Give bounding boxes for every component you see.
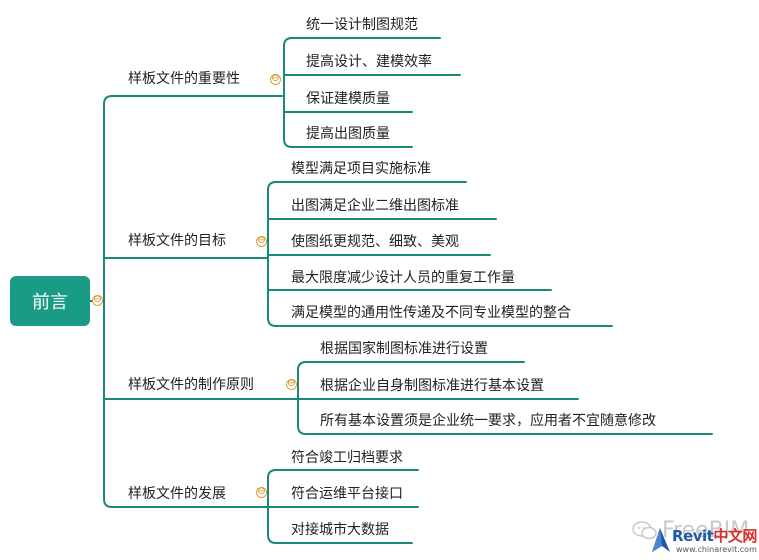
leaf-bracket-top (297, 361, 307, 371)
watermark-text: FreeBIM (662, 518, 750, 543)
collapse-icon-importance[interactable]: ⊖ (270, 73, 281, 85)
leaf-bracket-top (267, 469, 277, 479)
leaf-node[interactable]: 所有基本设置须是企业统一要求，应用者不宜随意修改 (320, 413, 656, 429)
revit-logo-icon (652, 528, 670, 552)
branch-label-goals[interactable]: 样板文件的目标 (128, 233, 226, 249)
leaf-node[interactable]: 符合运维平台接口 (291, 486, 403, 502)
collapse-icon-goals[interactable]: ⊖ (256, 235, 267, 247)
wechat-icon (632, 521, 657, 540)
branch-label-principles[interactable]: 样板文件的制作原则 (128, 377, 254, 393)
branch-label-development[interactable]: 样板文件的发展 (128, 486, 226, 502)
root-label: 前言 (32, 292, 68, 313)
leaf-node[interactable]: 符合竣工归档要求 (291, 450, 403, 466)
leaf-node[interactable]: 对接城市大数据 (291, 522, 389, 538)
leaf-node[interactable]: 满足模型的通用性传递及不同专业模型的整合 (291, 305, 571, 321)
leaf-bracket-bottom (267, 317, 277, 327)
logo-title: Revit中文网 (672, 527, 757, 545)
leaf-node[interactable]: 提高出图质量 (306, 126, 390, 142)
leaf-node[interactable]: 最大限度减少设计人员的重复工作量 (291, 270, 515, 286)
leaf-node[interactable]: 根据国家制图标准进行设置 (320, 341, 488, 357)
connector-trunk-top (103, 95, 113, 302)
collapse-icon-principles[interactable]: ⊖ (286, 378, 297, 390)
leaf-bracket-bottom (267, 534, 277, 544)
collapse-icon-development[interactable]: ⊖ (256, 486, 267, 498)
leaf-bracket-top (283, 37, 293, 47)
branch-label-importance[interactable]: 样板文件的重要性 (128, 71, 240, 87)
leaf-node[interactable]: 出图满足企业二维出图标准 (291, 198, 459, 214)
leaf-bracket-bottom (297, 425, 307, 435)
collapse-icon-root[interactable]: ⊖ (92, 294, 103, 306)
leaf-node[interactable]: 统一设计制图规范 (306, 17, 418, 33)
root-node[interactable]: 前言 (10, 276, 90, 326)
leaf-bracket-top (267, 181, 277, 191)
leaf-node[interactable]: 模型满足项目实施标准 (291, 161, 431, 177)
logo-subtitle: www.chinarevit.com (676, 545, 757, 554)
leaf-node[interactable]: 保证建模质量 (306, 91, 390, 107)
connector-trunk-bottom (103, 300, 113, 508)
leaf-bracket-bottom (283, 138, 293, 148)
leaf-node[interactable]: 提高设计、建模效率 (306, 54, 432, 70)
leaf-node[interactable]: 使图纸更规范、细致、美观 (291, 234, 459, 250)
leaf-node[interactable]: 根据企业自身制图标准进行基本设置 (320, 378, 544, 394)
